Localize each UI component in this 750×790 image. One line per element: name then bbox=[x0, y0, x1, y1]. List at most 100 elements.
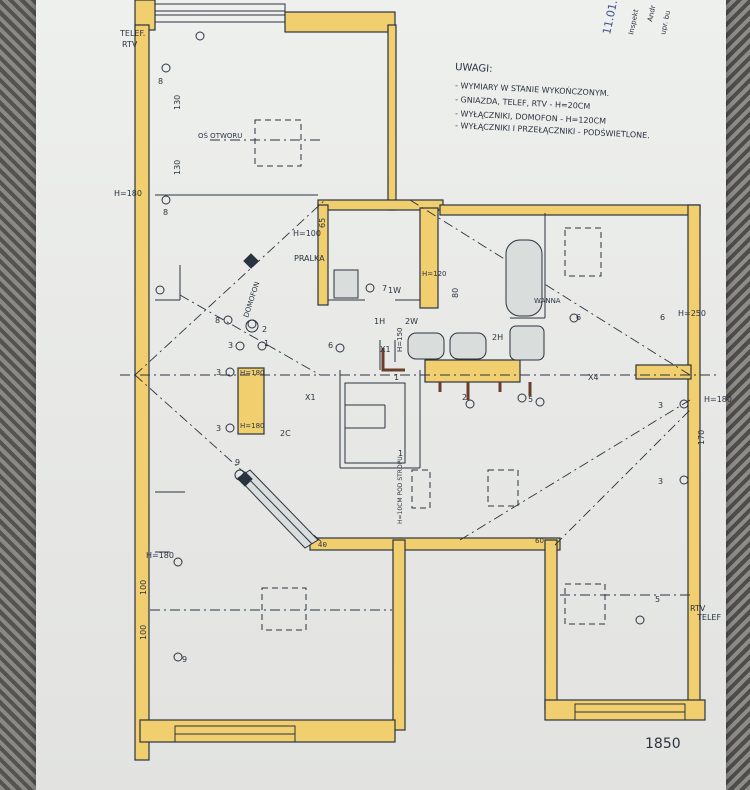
code-x1-b: X1 bbox=[380, 345, 391, 354]
sink-1 bbox=[407, 332, 445, 360]
symbol-codes: 8 8 8 9 9 3 3 3 3 3 6 6 6 5 5 7 1 1 1 2 … bbox=[158, 77, 665, 664]
label-sheet-number: 1850 bbox=[645, 736, 681, 752]
wall-bath-top bbox=[439, 204, 701, 216]
plan-labels: TELEF. RTV H=180 OŚ OTWORU 130 130 H=100… bbox=[114, 29, 732, 752]
wall-bedroom3-left bbox=[544, 539, 558, 711]
code-7: 7 bbox=[382, 284, 387, 293]
label-telef-top: TELEF. bbox=[119, 29, 145, 38]
light-bedroom3 bbox=[564, 583, 606, 625]
light-bath bbox=[564, 227, 602, 277]
wall-bottom-left bbox=[139, 719, 396, 743]
label-h150: H=150 bbox=[396, 328, 404, 353]
wall-livingroom-bottom bbox=[309, 537, 561, 551]
stamp-line-1: Inspekt bbox=[627, 8, 640, 35]
code-x4: X4 bbox=[588, 373, 599, 382]
label-rtv-top: RTV bbox=[122, 40, 138, 49]
label-spod-stropu: H=10CM POD STROPU bbox=[397, 456, 404, 524]
label-h180-right: H=180 bbox=[704, 395, 732, 404]
code-3-d: 3 bbox=[658, 401, 663, 410]
code-2-b: 2 bbox=[262, 325, 267, 334]
stamp-line-3: upr. bu bbox=[659, 10, 672, 36]
label-domofon: DOMOFON bbox=[242, 281, 261, 319]
code-1-a: 1 bbox=[394, 373, 399, 382]
light-living bbox=[487, 469, 519, 507]
code-6-a: 6 bbox=[328, 341, 333, 350]
ink-lines bbox=[155, 194, 546, 553]
bathtub bbox=[505, 239, 543, 317]
wall-laundry-left bbox=[317, 204, 329, 306]
wall-shaft bbox=[419, 207, 439, 309]
label-rtv-bottom: RTV bbox=[690, 604, 706, 613]
label-dim-100a: 100 bbox=[139, 580, 148, 595]
notes-title: UWAGI: bbox=[455, 62, 493, 75]
code-1w: 1W bbox=[388, 286, 401, 295]
code-8-a: 8 bbox=[158, 77, 163, 86]
pipes bbox=[381, 348, 532, 400]
code-9-b: 9 bbox=[182, 655, 187, 664]
label-h180-bottom: H=180 bbox=[146, 551, 174, 560]
label-dim-80: 80 bbox=[451, 288, 460, 298]
code-8-b: 8 bbox=[163, 208, 168, 217]
code-1-c: 1 bbox=[264, 339, 269, 348]
note-1: - WYMIARY W STANIE WYKOŃCZONYM. bbox=[455, 79, 610, 98]
code-2w: 2W bbox=[405, 317, 418, 326]
code-2h: 2H bbox=[492, 333, 503, 342]
sink-2 bbox=[449, 332, 487, 360]
wall-bedroom1-right bbox=[387, 24, 397, 211]
label-h100-laundry: H=100 bbox=[293, 229, 321, 238]
stamp-line-2: Andr bbox=[646, 4, 657, 22]
light-bedroom1 bbox=[254, 119, 302, 167]
code-8-c: 8 bbox=[215, 316, 220, 325]
code-3-c: 3 bbox=[216, 424, 221, 433]
label-dim-130a: 130 bbox=[173, 95, 182, 110]
stamp-date: 11.01.20 bbox=[600, 0, 623, 36]
code-9-a: 9 bbox=[235, 458, 240, 467]
code-2-a: 2 bbox=[462, 393, 467, 402]
code-3-b: 3 bbox=[216, 368, 221, 377]
wall-fridge bbox=[237, 367, 265, 435]
outlets bbox=[155, 31, 689, 662]
bath-fixtures bbox=[333, 239, 545, 361]
code-3-e: 3 bbox=[658, 477, 663, 486]
wall-bedroom2-right bbox=[392, 539, 406, 731]
wall-right-stub bbox=[635, 364, 692, 380]
wall-bottom-right bbox=[544, 699, 706, 721]
code-5-a: 5 bbox=[528, 395, 533, 404]
washer bbox=[333, 269, 359, 299]
diamonds bbox=[237, 253, 259, 487]
label-o-otworu: OŚ OTWORU bbox=[198, 131, 242, 140]
code-5-b: 5 bbox=[655, 595, 660, 604]
label-h120-bath: H=120 bbox=[422, 270, 447, 278]
note-2: - GNIAZDA, TELEF, RTV - H=20CM bbox=[455, 95, 591, 111]
windows bbox=[154, 3, 686, 743]
code-1h: 1H bbox=[374, 317, 385, 326]
notes-block: UWAGI: - WYMIARY W STANIE WYKOŃCZONYM. -… bbox=[455, 62, 650, 140]
light-hall bbox=[411, 469, 431, 509]
code-6-b: 6 bbox=[576, 313, 581, 322]
label-h180-fridge-b: H=180 bbox=[240, 422, 265, 430]
window-top bbox=[154, 3, 286, 23]
stamp: 11.01.20 Inspekt Andr upr. bu bbox=[600, 0, 672, 36]
label-dim-65: 65 bbox=[318, 218, 327, 228]
label-wanna: WANNA bbox=[534, 297, 561, 305]
label-pralka: PRALKA bbox=[294, 254, 325, 263]
label-dim-130b: 130 bbox=[173, 160, 182, 175]
wall-top-right bbox=[284, 11, 396, 33]
label-h180-top: H=180 bbox=[114, 189, 142, 198]
wall-kitchen-block bbox=[424, 359, 521, 383]
code-x1-a: X1 bbox=[305, 393, 316, 402]
label-dim-60: 60 bbox=[535, 537, 544, 545]
code-3-a: 3 bbox=[228, 341, 233, 350]
label-dim-40: 40 bbox=[318, 541, 327, 549]
code-6-c: 6 bbox=[660, 313, 665, 322]
wall-right bbox=[687, 204, 701, 716]
label-dim-170: 170 bbox=[697, 430, 706, 445]
light-bedroom2 bbox=[261, 587, 307, 631]
label-h250: H=250 bbox=[678, 309, 706, 318]
label-h180-fridge-a: H=180 bbox=[240, 369, 265, 377]
label-telef-bottom: TELEF bbox=[696, 613, 721, 622]
code-2c: 2C bbox=[280, 429, 291, 438]
wall-left bbox=[134, 24, 150, 761]
toilet bbox=[509, 325, 545, 361]
